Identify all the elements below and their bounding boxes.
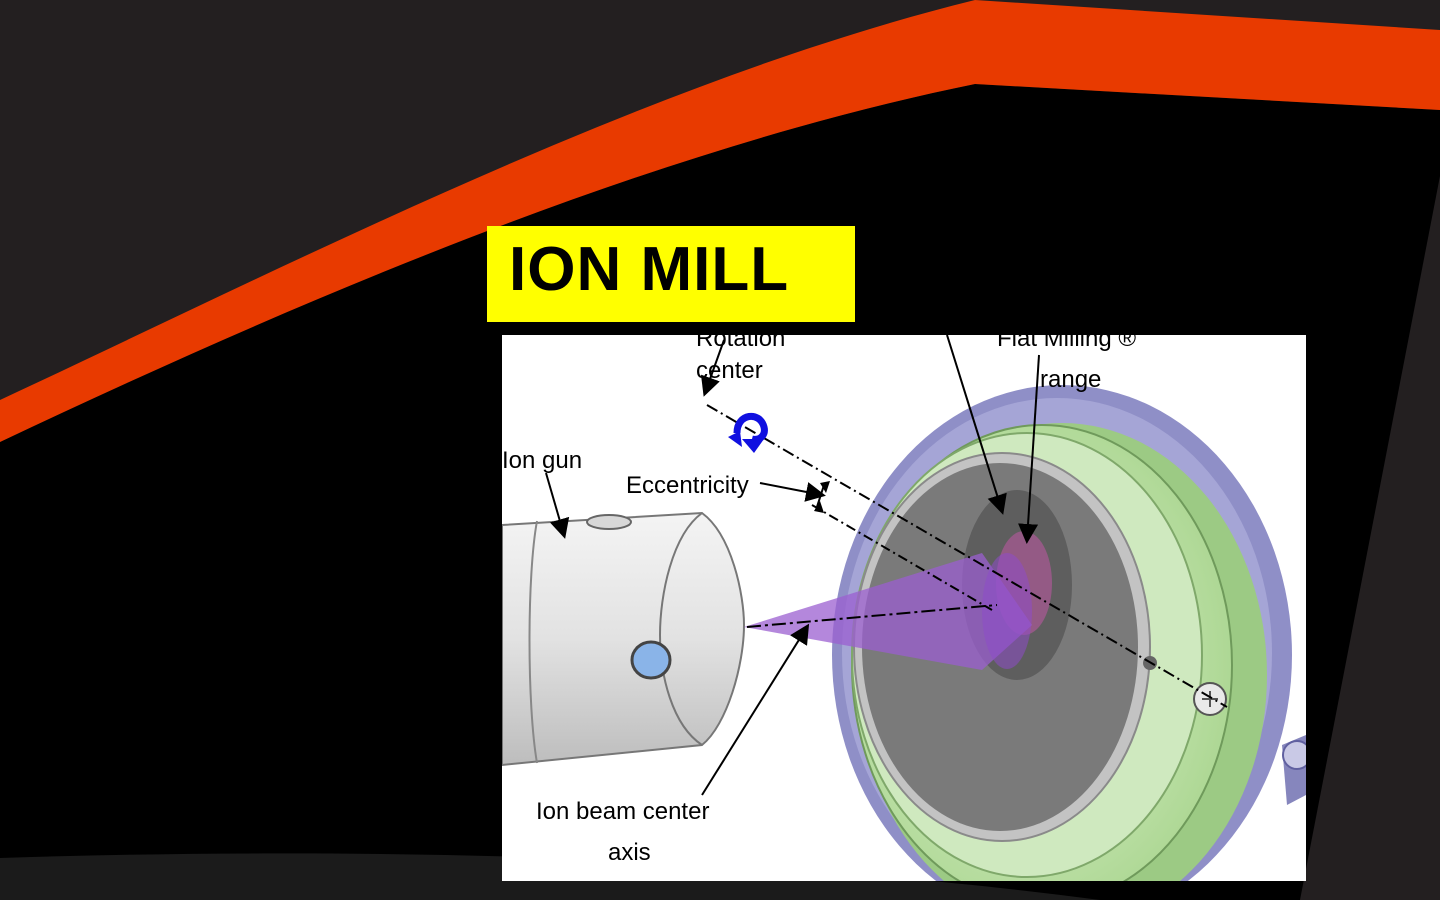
flat-milling-top-leader — [946, 335, 1007, 515]
label-beam-axis-line1: Ion beam center — [536, 798, 710, 825]
beam-axis-line — [746, 604, 998, 628]
label-rotation-line1: Rotation — [696, 335, 786, 352]
rotation-axis-line — [706, 404, 1228, 708]
gun-port — [630, 640, 672, 680]
label-flat-milling-line1: Flat Milling ® — [997, 335, 1137, 352]
diagram-panel: Rotation center Flat Milling ® range Ion… — [502, 335, 1306, 881]
orange-swoosh — [0, 0, 1440, 442]
ion-gun-body — [502, 511, 746, 767]
ion-mill-diagram — [502, 335, 1306, 881]
ion-beam — [744, 553, 1032, 670]
rotation-arrow-icon — [728, 413, 768, 453]
ion-gun-leader — [545, 472, 570, 539]
flat-milling-range-leader — [1018, 354, 1040, 544]
title-box: ION MILL — [487, 226, 855, 322]
beam-axis-leader — [701, 623, 810, 796]
eccentricity-leader — [759, 482, 826, 502]
label-ion-gun: Ion gun — [502, 447, 583, 474]
eccentricity-offset-line — [811, 504, 993, 611]
label-rotation-line2: center — [696, 357, 763, 384]
label-flat-milling-line2: range — [1040, 366, 1102, 393]
screw-icon — [1282, 740, 1306, 770]
label-beam-axis-line2: axis — [608, 839, 651, 866]
slide-title: ION MILL — [509, 235, 790, 304]
rotation-center-leader — [700, 339, 725, 397]
label-eccentricity: Eccentricity — [626, 472, 749, 499]
